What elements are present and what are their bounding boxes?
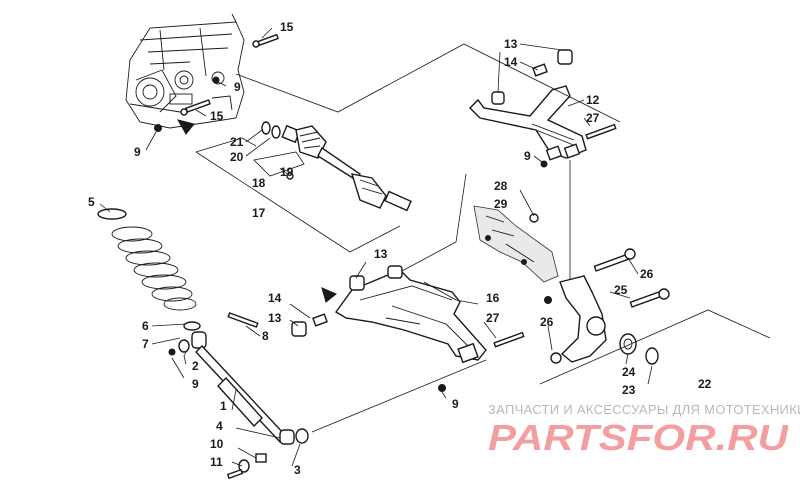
callout-8: 8 [262,329,269,343]
callout-14-upper: 14 [504,55,518,69]
callout-15-lower: 15 [210,109,224,123]
callout-29: 29 [494,197,508,211]
callout-16: 16 [486,291,500,305]
callout-18: 18 [252,176,266,190]
watermark-logo: PARTSFOR.RU [488,418,788,456]
callout-3: 3 [294,463,301,477]
callout-4: 4 [216,419,223,433]
bearing-24 [619,333,637,355]
steering-knuckle [544,275,607,364]
engine-housing [125,13,245,129]
callout-13-lower: 13 [268,311,282,325]
front-direction-arrow-lower [321,287,337,303]
splash-guard [473,205,559,283]
nut-9-housing-left [154,124,162,132]
callout-9-left: 9 [134,145,141,159]
callout-24: 24 [622,365,636,379]
callout-26-upper: 26 [640,267,654,281]
lower-a-arm [334,265,487,364]
callout-27-lower: 27 [486,311,500,325]
callout-23: 23 [622,383,636,397]
shock-absorber [191,331,295,445]
callout-21: 21 [230,135,244,149]
callout-26-lower: 26 [540,315,554,329]
callout-9-shock: 9 [192,377,199,391]
leader-lines [99,27,653,467]
callout-12: 12 [586,93,600,107]
watermark-logo-text: PARTSFOR.RU [488,418,788,456]
bolt-11 [226,468,244,480]
callout-14-lower: 14 [268,291,282,305]
upper-a-arm [469,85,587,161]
callout-19: 19 [280,165,294,179]
frame-line-upper [235,43,621,123]
nut-9-shock [168,348,176,356]
nut-9-lower [438,384,446,392]
sleeve-14-lower [312,313,328,327]
washer-2 [178,339,190,353]
callout-22: 22 [698,377,712,391]
callout-13-upper: 13 [504,37,518,51]
front-direction-arrow [176,119,195,135]
callout-20: 20 [230,150,244,164]
sleeve-14-upper [532,63,548,77]
callout-27-upper: 27 [586,111,600,125]
callout-28: 28 [494,179,508,193]
group-line-17 [195,137,243,153]
bolt-27-lower [493,331,525,348]
callout-7: 7 [142,337,149,351]
callout-9-upper-arm: 9 [524,149,531,163]
coil-spring [97,208,201,331]
bolt-8 [227,312,259,328]
callout-1: 1 [220,399,227,413]
callout-25: 25 [614,283,628,297]
sleeve-4 [255,453,267,463]
bolt-15-upper [252,33,279,48]
bushing-13-upper [557,49,573,65]
bolt-25 [629,288,670,308]
callout-15-upper: 15 [280,20,294,34]
washer-10 [238,459,250,473]
callout-17: 17 [252,206,266,220]
callout-5: 5 [88,195,95,209]
callout-9-housing: 9 [234,80,241,94]
callout-9-lower: 9 [452,397,459,411]
nut-9-housing-right [212,76,220,84]
bolt-27-upper [585,123,617,140]
callout-11: 11 [210,455,223,469]
bolt-15-lower [180,99,211,116]
watermark-caption: ЗАПЧАСТИ И АКСЕССУАРЫ ДЛЯ МОТОТЕХНИКИ [488,402,800,417]
callout-13-lower-arm: 13 [374,247,388,261]
nut-9-upper [540,160,548,168]
bushing-13-lower [291,321,307,337]
callout-2: 2 [192,359,199,373]
snap-ring-23 [645,347,659,365]
bolt-26-upper [593,248,636,272]
callout-6: 6 [142,319,149,333]
callout-10: 10 [210,437,224,451]
bushing-13-upper-left [491,91,505,105]
bushing-3 [295,428,309,444]
callout-labels: 15 13 14 9 12 15 27 21 9 9 20 19 18 28 5… [88,20,712,477]
